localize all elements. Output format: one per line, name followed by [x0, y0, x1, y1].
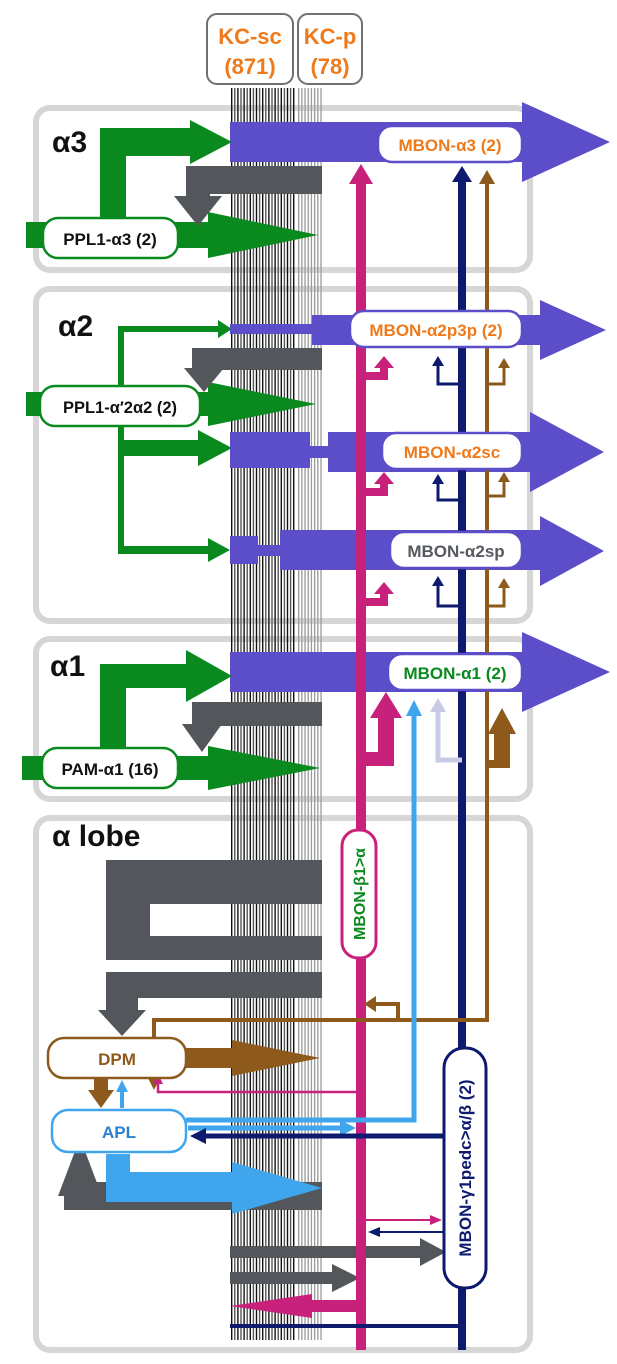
apl-lines — [106, 700, 422, 1214]
kc-sc-header: KC-sc (871) — [206, 13, 294, 85]
kc-sc-name: KC-sc — [218, 24, 282, 49]
a3-gray-feedback-arrow — [174, 166, 322, 226]
pam-a1-box: PAM-α1 (16) — [40, 746, 180, 790]
apl-to-kc-arrow — [106, 1154, 322, 1214]
compartment-a2-label: α2 — [58, 310, 93, 343]
mbon-g1-box: MBON-γ1pedc>α/β (2) — [442, 1046, 488, 1290]
gray-kc-to-mbon-g1-arrow — [230, 1238, 446, 1266]
mbon-a1-label: MBON-α1 (2) — [403, 664, 506, 683]
mbon-a1-lavender-feedback — [430, 698, 462, 763]
kc-p-name: KC-p — [304, 24, 357, 49]
kc-sc-count: (871) — [224, 54, 275, 79]
dpm-to-apl-arrow — [88, 1076, 114, 1108]
mbon-a3-box: MBON-α3 (2) — [376, 124, 524, 164]
pam-a1-branch-arrow — [100, 650, 232, 756]
mbon-a2p3p-box: MBON-α2p3p (2) — [348, 309, 524, 349]
mbon-b1-label: MBON-β1>α — [352, 848, 369, 940]
compartment-a1-box — [33, 636, 533, 802]
mbon-a2sc-box: MBON-α2sc — [380, 431, 524, 471]
pam-a1-label: PAM-α1 (16) — [61, 760, 158, 779]
mbon-a2sp-label: MBON-α2sp — [407, 542, 504, 561]
apl-label: APL — [102, 1123, 136, 1142]
ppl1-a3-label: PPL1-α3 (2) — [63, 230, 157, 249]
ppl1-a2-branch-mid — [118, 430, 232, 466]
ppl1-a2-branch-top — [118, 320, 232, 338]
compartment-alobe-box — [33, 815, 533, 1353]
mbon-a2sp-box: MBON-α2sp — [388, 530, 524, 570]
a1-gray-feedback-arrow — [182, 702, 322, 752]
a2-gray-feedback-arrow — [184, 348, 322, 392]
mbon-a2p3p-label: MBON-α2p3p (2) — [369, 321, 502, 340]
ppl1-a2-branch-low — [118, 538, 230, 562]
compartment-a3-box — [33, 105, 533, 273]
ppl1-a2-label: PPL1-α′2α2 (2) — [63, 399, 177, 417]
ppl1-a3-box: PPL1-α3 (2) — [41, 216, 180, 260]
gray-kc-to-dpm-arrow — [98, 972, 322, 1036]
mbon-a3-label: MBON-α3 (2) — [398, 136, 501, 155]
ppl1-a3-branch-arrow — [100, 120, 232, 222]
magenta-to-kc-arrow — [230, 1294, 358, 1318]
dpm-box: DPM — [46, 1036, 188, 1080]
mbon-b1-feedback-lines — [349, 164, 402, 1350]
ppl1-a2-box: PPL1-α′2α2 (2) — [38, 384, 202, 428]
kc-p-header: KC-p (78) — [297, 13, 363, 85]
mbon-g1-feedback-lines — [432, 166, 472, 1350]
dpm-to-kc-arrow — [186, 1040, 320, 1076]
gray-kc-to-mbon-b1-arrow — [230, 1264, 360, 1292]
mbon-a1-box: MBON-α1 (2) — [386, 652, 524, 692]
kc-p-count: (78) — [310, 54, 349, 79]
compartment-alobe-label: α lobe — [52, 820, 140, 853]
alobe-gray-arrows — [58, 860, 446, 1318]
mbon-g1-label: MBON-γ1pedc>α/β (2) — [456, 1079, 475, 1256]
mbon-b1-box: MBON-β1>α — [340, 828, 378, 960]
gray-kc-to-lobe-block — [106, 860, 322, 960]
apl-box: APL — [50, 1108, 188, 1154]
compartment-a1-label: α1 — [50, 650, 85, 683]
compartment-a3-label: α3 — [52, 126, 87, 159]
mbon-a2sc-label: MBON-α2sc — [404, 443, 500, 462]
dpm-label: DPM — [98, 1050, 136, 1069]
